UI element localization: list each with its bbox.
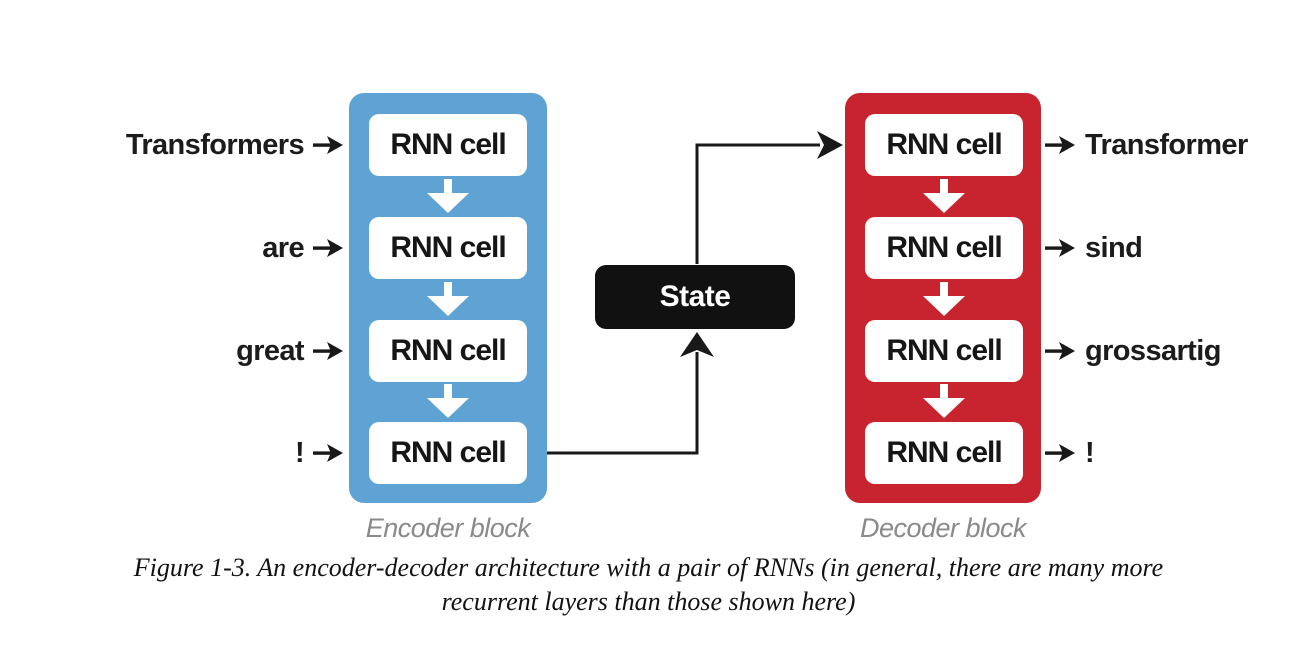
decoder-rnn-cell-1: RNN cell: [865, 114, 1023, 176]
input-word: are: [262, 231, 304, 264]
down-arrow-icon: [427, 282, 469, 316]
encoder-rnn-cell-3: RNN cell: [369, 320, 527, 382]
right-arrow-icon: [1045, 444, 1075, 462]
output-word: Transformer: [1085, 128, 1248, 161]
decoder-output-row: grossartig: [1045, 330, 1221, 372]
right-arrow-icon: [313, 342, 343, 360]
decoder-rnn-cell-4: RNN cell: [865, 422, 1023, 484]
encoder-input-row: are: [0, 227, 344, 269]
decoder-output-row: Transformer: [1045, 124, 1248, 166]
decoder-rnn-cell-2: RNN cell: [865, 217, 1023, 279]
rnn-cell-label: RNN cell: [390, 128, 506, 161]
encoder-to-state-line: [546, 352, 699, 455]
input-word: great: [236, 334, 305, 367]
output-word: !: [1085, 436, 1095, 469]
figure-caption: Figure 1-3. An encoder-decoder architect…: [0, 551, 1297, 619]
rnn-cell-label: RNN cell: [886, 128, 1002, 161]
right-arrow-icon: [313, 136, 343, 154]
rnn-cell-label: RNN cell: [390, 436, 506, 469]
output-word: grossartig: [1085, 334, 1221, 367]
right-arrowhead-icon: [817, 131, 843, 159]
rnn-cell-label: RNN cell: [390, 231, 506, 264]
down-arrow-icon: [923, 384, 965, 418]
encoder-rnn-cell-1: RNN cell: [369, 114, 527, 176]
input-word: Transformers: [125, 128, 305, 161]
encoder-input-row: !: [0, 432, 344, 474]
right-arrow-icon: [1045, 136, 1075, 154]
state-label: State: [659, 280, 731, 313]
state-to-decoder-line: [695, 143, 820, 264]
decoder-output-row: !: [1045, 432, 1095, 474]
encoder-rnn-cell-4: RNN cell: [369, 422, 527, 484]
rnn-cell-label: RNN cell: [886, 231, 1002, 264]
down-arrow-icon: [923, 282, 965, 316]
right-arrow-icon: [1045, 342, 1075, 360]
encoder-block: RNN cell RNN cell RNN cell RNN cell: [349, 93, 547, 503]
right-arrow-icon: [313, 239, 343, 257]
down-arrow-icon: [923, 179, 965, 213]
down-arrow-icon: [427, 384, 469, 418]
rnn-cell-label: RNN cell: [390, 334, 506, 367]
output-word: sind: [1085, 231, 1143, 264]
encoder-rnn-cell-2: RNN cell: [369, 217, 527, 279]
rnn-cell-label: RNN cell: [886, 334, 1002, 367]
decoder-output-row: sind: [1045, 227, 1143, 269]
decoder-block: RNN cell RNN cell RNN cell RNN cell: [845, 93, 1041, 503]
right-arrow-icon: [313, 444, 343, 462]
input-word: !: [294, 436, 305, 469]
encoder-input-row: Transformers: [0, 124, 344, 166]
figure-caption-line-1: Figure 1-3. An encoder-decoder architect…: [133, 553, 1164, 582]
figure-caption-line-2: recurrent layers than those shown here): [441, 587, 856, 616]
up-arrowhead-icon: [680, 332, 714, 357]
down-arrow-icon: [427, 179, 469, 213]
state-box: State: [595, 265, 795, 329]
rnn-cell-label: RNN cell: [886, 436, 1002, 469]
right-arrow-icon: [1045, 239, 1075, 257]
encoder-input-row: great: [0, 330, 344, 372]
decoder-rnn-cell-3: RNN cell: [865, 320, 1023, 382]
decoder-block-label: Decoder block: [859, 513, 1027, 543]
encoder-block-label: Encoder block: [365, 513, 531, 543]
